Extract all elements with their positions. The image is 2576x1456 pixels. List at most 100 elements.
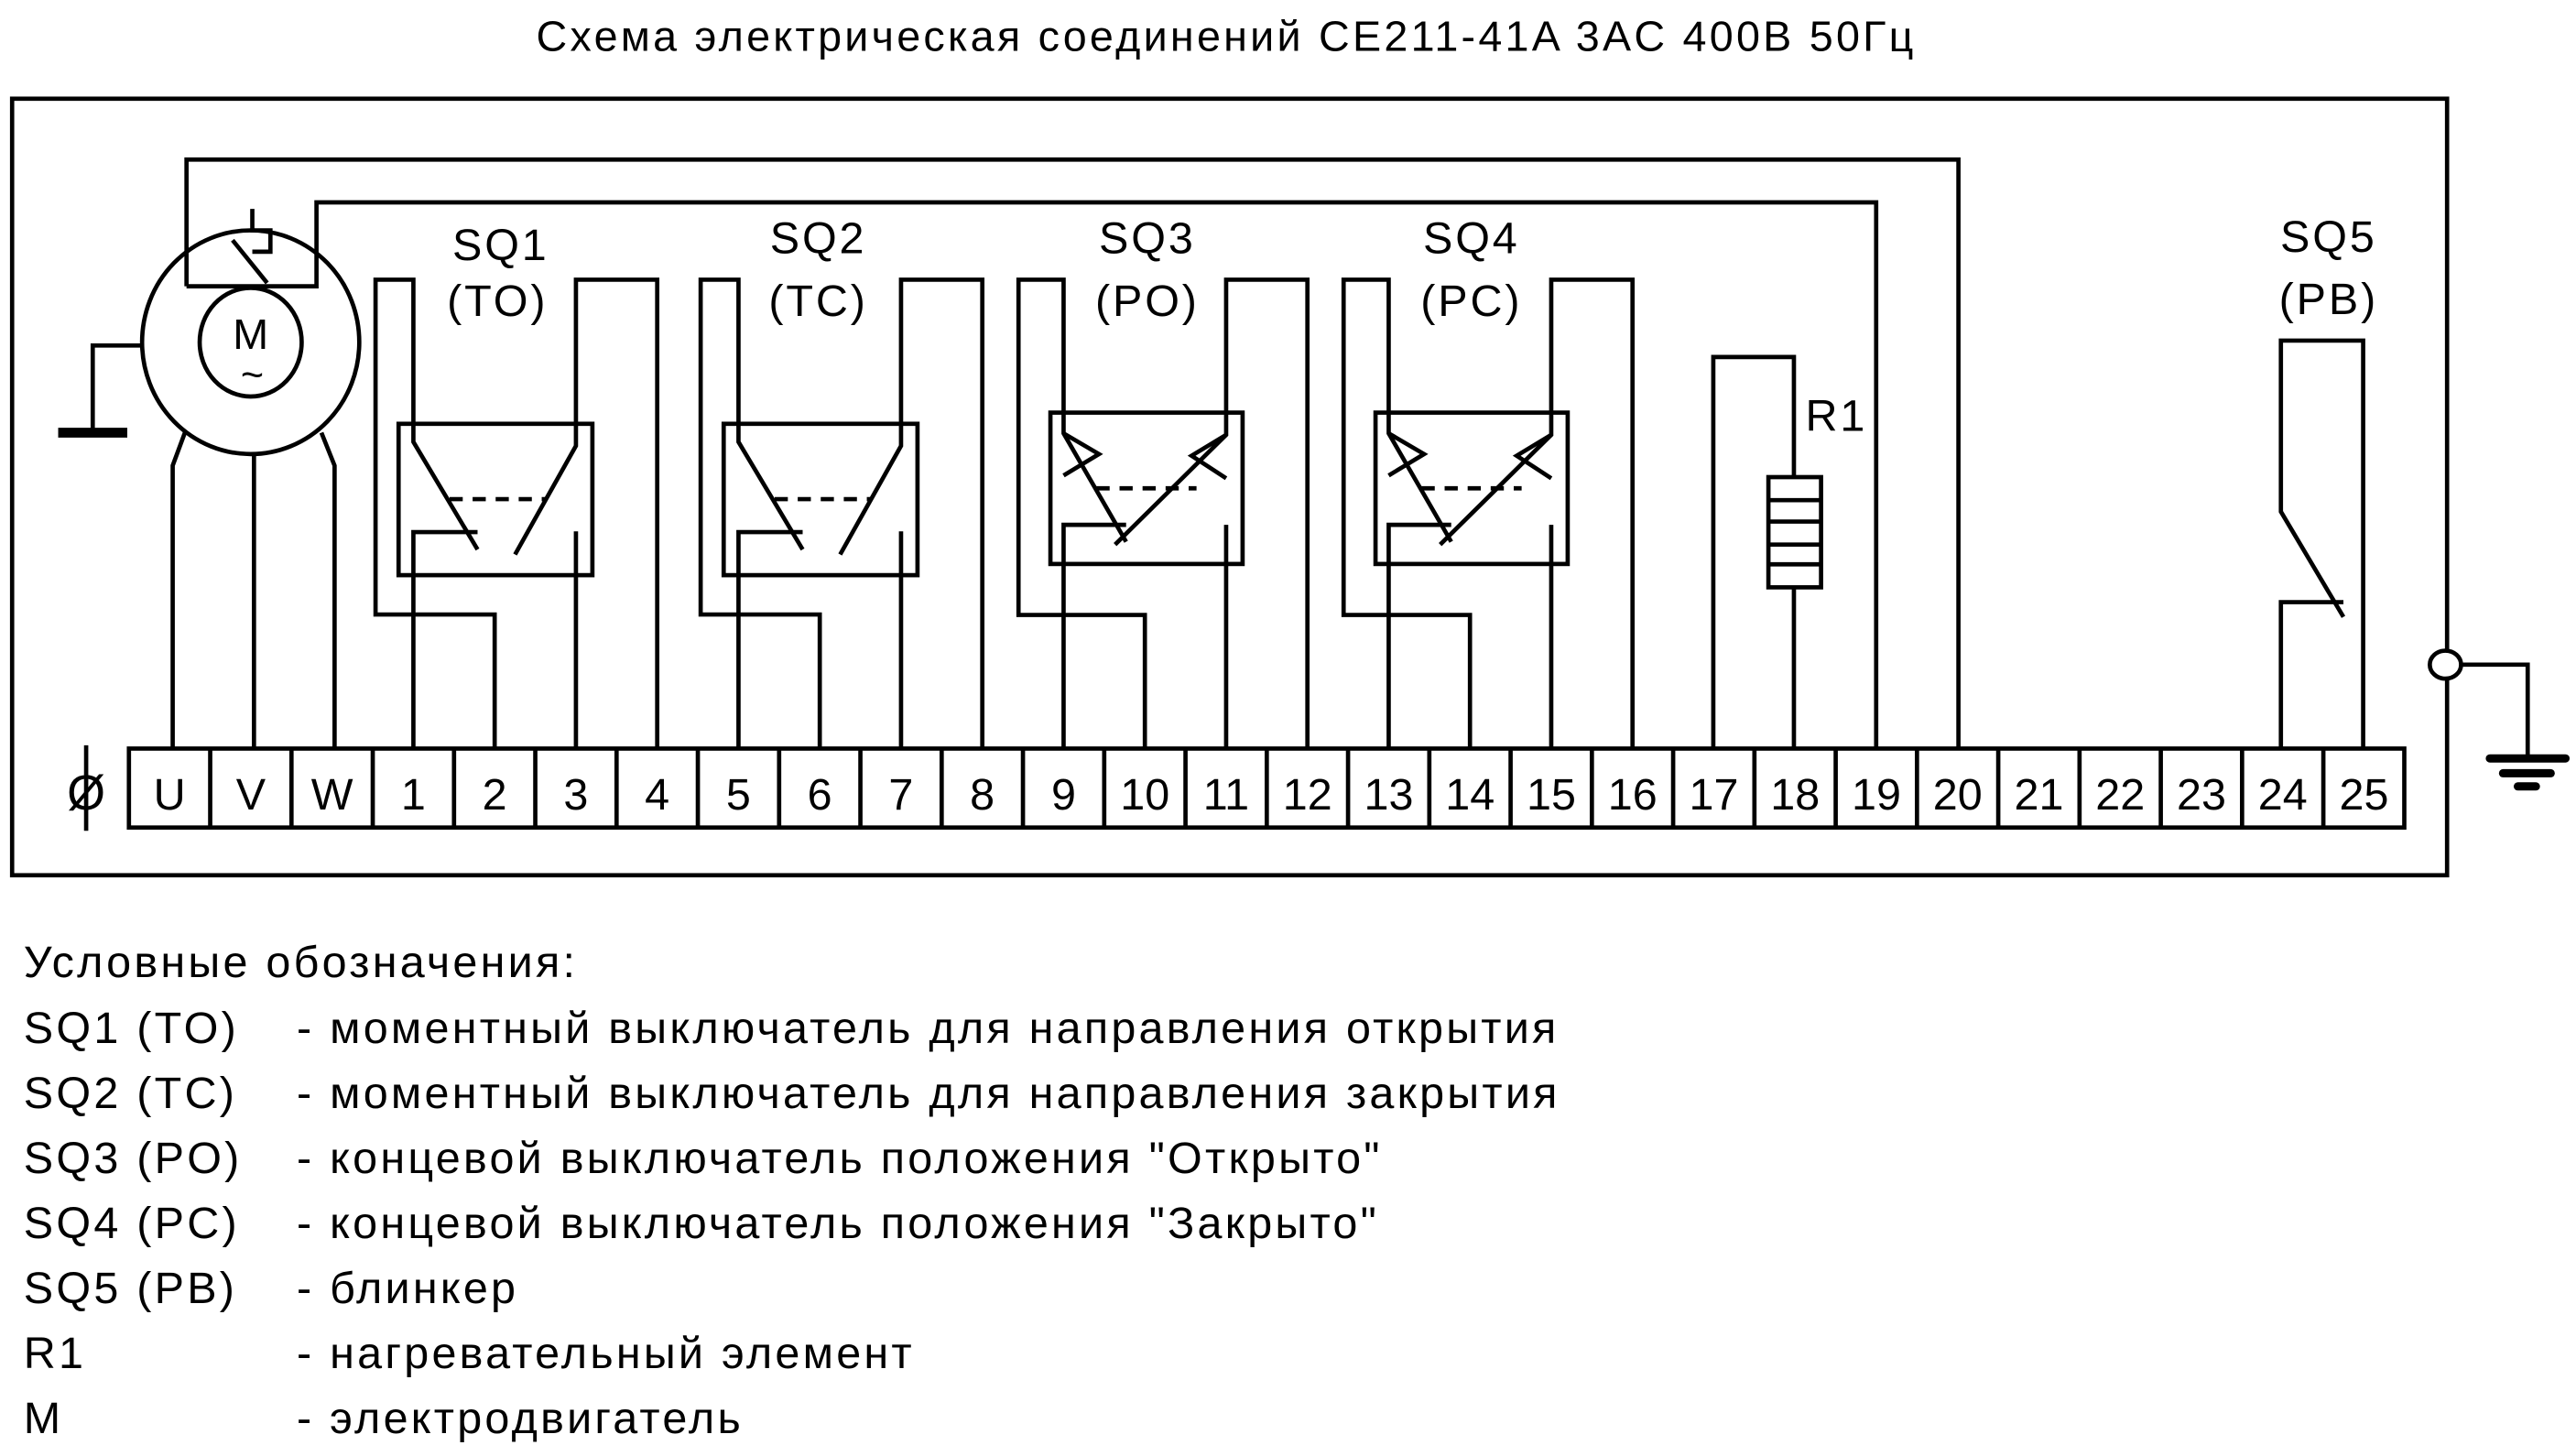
switch-actuator-icon [1187, 432, 1228, 481]
sq1-code: (TO) [447, 277, 548, 326]
switch-sq1 [373, 277, 660, 749]
terminal-6: 6 [808, 770, 832, 820]
motor-label: M [233, 310, 268, 358]
legend-symbol: SQ3 (PO) [24, 1134, 243, 1183]
terminal-W: W [311, 770, 353, 820]
switch-contact-left [1386, 522, 1451, 749]
sq4-label: SQ4 [1423, 214, 1520, 264]
legend-symbol: R1 [24, 1329, 86, 1378]
terminal-25: 25 [2340, 770, 2389, 820]
terminal-22: 22 [2095, 770, 2145, 820]
terminal-2: 2 [483, 770, 507, 820]
legend-description: - концевой выключатель положения "Закрыт… [297, 1199, 1379, 1248]
switch-sq3 [1016, 277, 1310, 749]
terminal-U: U [154, 770, 186, 820]
heater-wire-17 [1711, 354, 1797, 749]
terminal-8: 8 [970, 770, 995, 820]
switch-blade-left [373, 277, 497, 749]
switch-blade-right [1114, 277, 1310, 749]
switch-housing [1048, 410, 1245, 567]
ground-wire [2461, 662, 2530, 755]
switch-housing [721, 421, 920, 578]
blinker-stub [2278, 600, 2344, 749]
sq5-label: SQ5 [2280, 212, 2377, 262]
thermal-wire-19 [186, 200, 1879, 749]
switch-actuator-icon [1062, 431, 1103, 478]
legend-symbol: M [24, 1394, 64, 1443]
wire-u [170, 431, 188, 749]
terminal-3: 3 [563, 770, 588, 820]
enclosure-ground [2428, 648, 2571, 791]
wire-w [319, 431, 337, 749]
terminal-1: 1 [401, 770, 426, 820]
strip-ground-mark: Ø [67, 766, 105, 820]
blinker-contact [2278, 338, 2365, 749]
switch-sq2 [698, 277, 985, 749]
terminal-V: V [236, 770, 266, 820]
thermal-protector-slash [231, 238, 269, 285]
terminal-10: 10 [1120, 770, 1169, 820]
switch-layer [373, 277, 1636, 749]
switch-housing [1373, 410, 1571, 567]
switch-actuator-icon [1512, 432, 1553, 481]
legend-description: - нагревательный элемент [297, 1329, 915, 1378]
switch-actuator-icon [1387, 431, 1429, 478]
legend-description: - электродвигатель [297, 1394, 744, 1443]
terminal-19: 19 [1852, 770, 1901, 820]
terminal-18: 18 [1770, 770, 1820, 820]
heater-icon [1766, 474, 1823, 590]
switch-contact-left [1061, 522, 1126, 749]
terminal-15: 15 [1527, 770, 1576, 820]
switch-contact-left [736, 529, 803, 749]
thermal-protector-icon [250, 209, 273, 255]
legend-symbol: SQ1 (TO) [24, 1004, 239, 1053]
terminal-4: 4 [645, 770, 669, 820]
terminal-17: 17 [1689, 770, 1738, 820]
r1-label: R1 [1806, 392, 1868, 441]
legend-symbol: SQ2 (TC) [24, 1069, 237, 1118]
terminal-5: 5 [726, 770, 751, 820]
switch-blade-right [838, 277, 985, 749]
sq3-code: (PO) [1095, 277, 1200, 326]
switch-housing [396, 421, 595, 578]
sq2-code: (TC) [768, 277, 867, 326]
legend-description: - моментный выключатель для направления … [297, 1069, 1560, 1118]
legend-description: - моментный выключатель для направления … [297, 1004, 1560, 1053]
motor: M ~ [58, 157, 1961, 749]
heater-r1 [1711, 354, 1823, 749]
sq4-code: (PC) [1420, 277, 1522, 326]
terminal-23: 23 [2177, 770, 2226, 820]
sq1-label: SQ1 [452, 221, 549, 270]
legend-description: - блинкер [297, 1264, 518, 1313]
terminal-14: 14 [1445, 770, 1495, 820]
terminal-20: 20 [1933, 770, 1983, 820]
sq5-code: (PB) [2279, 275, 2379, 324]
switch-blade-right [1439, 277, 1636, 749]
terminal-12: 12 [1283, 770, 1332, 820]
sq3-label: SQ3 [1099, 214, 1196, 264]
terminal-16: 16 [1608, 770, 1658, 820]
terminal-9: 9 [1051, 770, 1076, 820]
thermal-wire-20 [184, 157, 1961, 749]
switch-sq4 [1341, 277, 1636, 749]
blinker-sq5 [2278, 338, 2365, 749]
terminal-21: 21 [2014, 770, 2063, 820]
legend: SQ1 (TO) - моментный выключатель для напр… [24, 1004, 1560, 1443]
motor-ground-wire [90, 342, 143, 431]
legend-symbol: SQ4 (PC) [24, 1199, 240, 1248]
switch-blade-left [1341, 277, 1473, 749]
motor-ac-symbol: ~ [241, 353, 264, 397]
switch-blade-left [698, 277, 822, 749]
switch-blade-left [1016, 277, 1147, 749]
switch-blade-right [513, 277, 660, 749]
diagram-title: Схема электрическая соединений CE211-41A… [537, 13, 1917, 60]
ground-terminal-icon [2428, 648, 2463, 681]
terminal-13: 13 [1364, 770, 1413, 820]
legend-description: - концевой выключатель положения "Открыт… [297, 1134, 1383, 1183]
switch-contact-left [411, 529, 478, 749]
terminal-11: 11 [1203, 770, 1249, 820]
sq2-label: SQ2 [770, 214, 867, 264]
legend-symbol: SQ5 (PB) [24, 1264, 237, 1313]
